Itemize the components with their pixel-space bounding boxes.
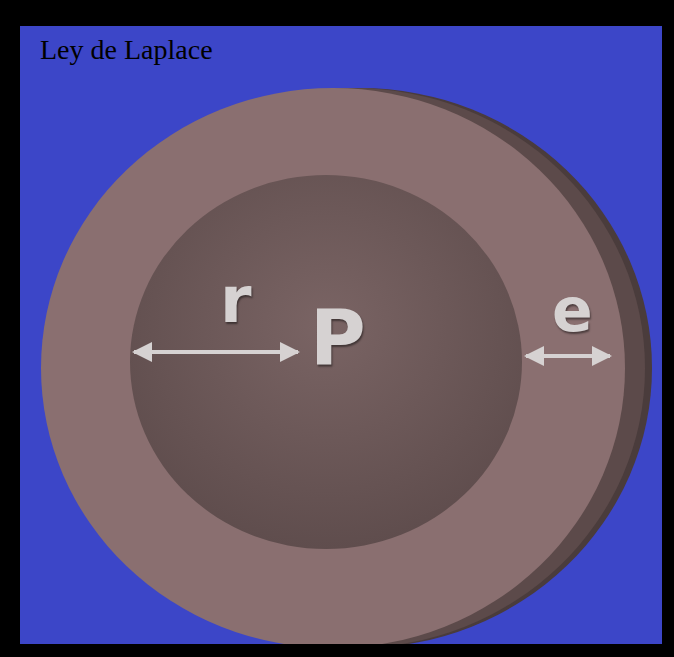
radius-label: r: [220, 268, 252, 332]
thickness-label: e: [552, 280, 593, 340]
pressure-label: P: [310, 300, 366, 376]
diagram-title: Ley de Laplace: [40, 34, 213, 66]
